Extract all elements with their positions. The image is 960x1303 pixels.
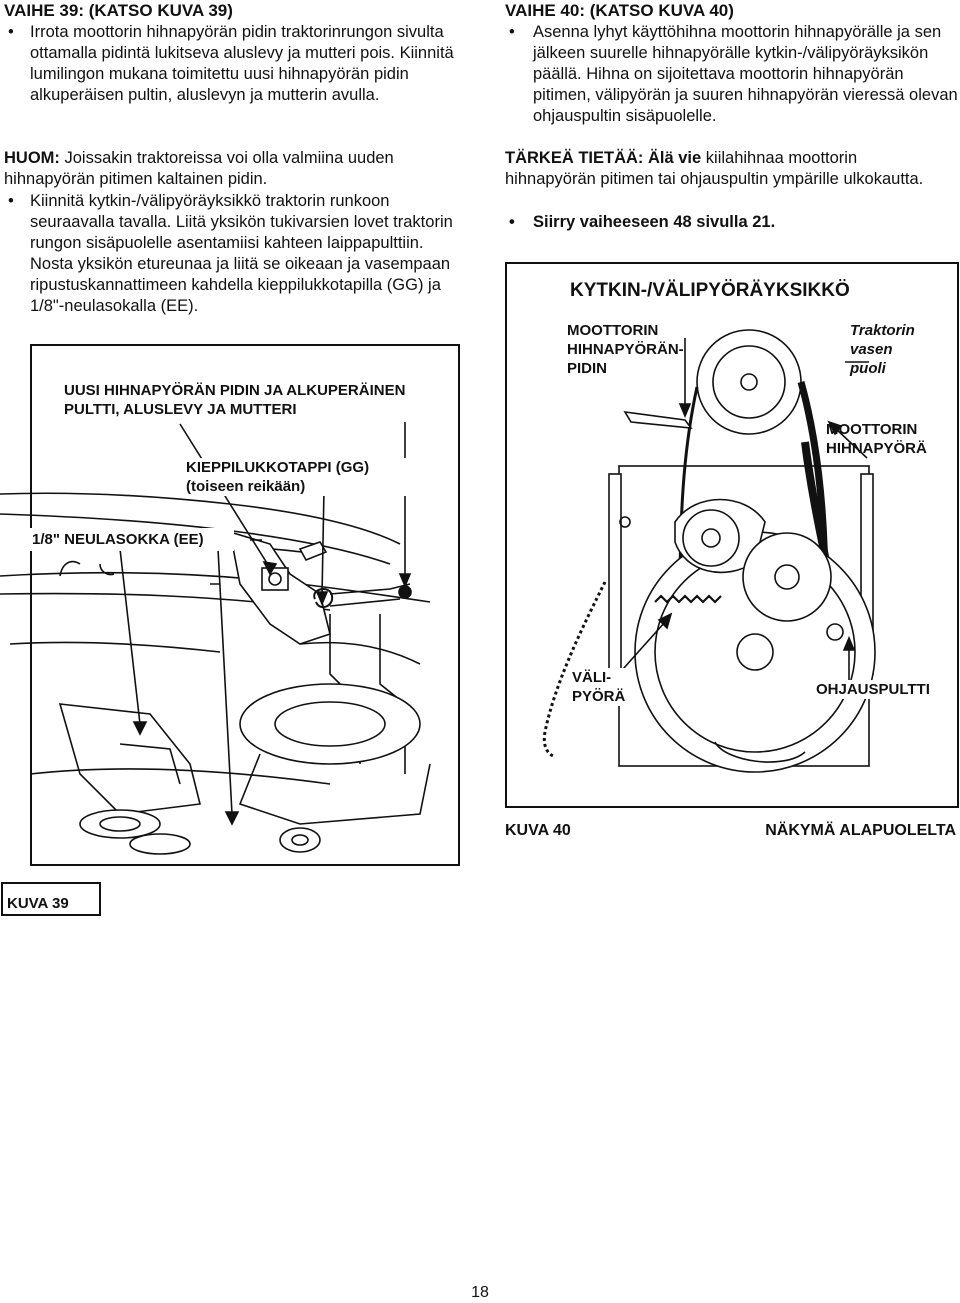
step40-bullet-2: • Siirry vaiheeseen 48 sivulla 21. [509,213,776,231]
step39-bullet-1: • Irrota moottorin hihnapyörän pidin tra… [8,23,454,104]
note-paragraph: HUOM: Joissakin traktoreissa voi olla va… [4,149,394,188]
step39-bullet-2: • Kiinnitä kytkin-/välipyöräyksikkö trak… [8,192,453,315]
page-number: 18 [471,1284,489,1301]
fig39-label-clevis-pin: KIEPPILUKKOTAPPI (GG) (toiseen reikään) [186,458,406,496]
fig39-caption: KUVA 39 [7,895,69,912]
step40-heading: VAIHE 40: (KATSO KUVA 40) [505,1,734,20]
fig39-label-bracket: UUSI HIHNAPYÖRÄN PIDIN JA ALKUPERÄINEN P… [64,382,406,418]
fig39-label-cotter-pin: 1/8" NEULASOKKA (EE) [30,528,234,551]
fig40-title: KYTKIN-/VÄLIPYÖRÄYKSIKKÖ [570,280,850,301]
fig40-caption-left: KUVA 40 [505,822,571,839]
step40-bullet-1: • Asenna lyhyt käyttöhihna moottorin hih… [509,23,958,125]
note-label: HUOM: [4,149,60,167]
fig40-caption-right: NÄKYMÄ ALAPUOLELTA [765,822,956,839]
important-paragraph: TÄRKEÄ TIETÄÄ: Älä vie kiilahihnaa moott… [505,149,924,188]
fig40-label-engine-pulley: MOOTTORIN HIHNAPYÖRÄ [826,421,927,457]
fig40-label-guide-bolt: OHJAUSPULTTI [816,680,946,699]
fig40-label-idler: VÄLI-PYÖRÄ [572,668,632,706]
fig40-label-holder: MOOTTORIN HIHNAPYÖRÄN-PIDIN [567,322,684,377]
figure-40-illustration [542,329,876,773]
important-label: TÄRKEÄ TIETÄÄ: [505,149,644,167]
fig40-label-left-side: Traktorin vasen puoli [850,322,915,377]
step39-heading: VAIHE 39: (KATSO KUVA 39) [4,1,233,20]
figure-40-frame [505,262,959,808]
figure-39-illustration [0,422,431,855]
fig39-caption-box: KUVA 39 [1,882,101,916]
